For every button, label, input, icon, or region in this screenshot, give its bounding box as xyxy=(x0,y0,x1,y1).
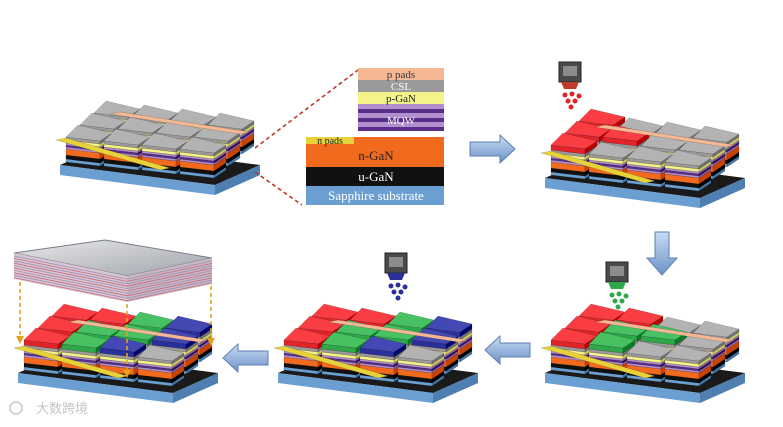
cover-stripe-side xyxy=(126,272,213,292)
layer-mqw-5 xyxy=(358,122,444,127)
array-encapsulated xyxy=(13,303,218,403)
qd-block-top xyxy=(425,315,473,333)
array-red xyxy=(540,108,745,208)
layer-u-gan xyxy=(306,167,444,186)
layer-mqw-3 xyxy=(358,113,444,118)
n-pad-strip xyxy=(55,137,171,171)
cover-stripe xyxy=(13,272,128,297)
p-pad-strip xyxy=(109,111,251,135)
n-pad-strip xyxy=(540,345,656,379)
label-p-gan: p-GaN xyxy=(386,93,416,105)
cover-stripe-side xyxy=(126,282,213,301)
n-pad-strip xyxy=(273,345,389,379)
array-base-blue xyxy=(60,165,215,195)
pixel-top xyxy=(664,344,712,362)
cover-stripes xyxy=(13,255,213,301)
cover-stripe-side xyxy=(126,279,213,299)
layer-stack: p pads CSL p-GaN MQW n pads n-GaN u-GaN … xyxy=(254,68,444,206)
leader-line-bottom xyxy=(254,171,303,206)
p-pad-strip xyxy=(594,124,736,148)
cover-stripe-side xyxy=(126,260,213,280)
layer-mqw-6 xyxy=(358,127,444,131)
cover-stripe-side xyxy=(126,263,213,282)
leader-line-top xyxy=(254,69,359,149)
cover-stripe xyxy=(13,274,128,299)
pixel-top xyxy=(179,136,227,154)
layer-substrate xyxy=(306,186,444,205)
label-u-gan: u-GaN xyxy=(358,169,394,184)
pixel-top xyxy=(692,125,740,143)
pixel-top xyxy=(692,320,740,338)
label-p-pads: p pads xyxy=(387,69,415,81)
pixel-top xyxy=(207,112,255,130)
pixel-grid xyxy=(55,100,255,179)
label-csl: CSL xyxy=(391,81,411,93)
layer-p-pads xyxy=(358,68,444,80)
layer-mqw-4 xyxy=(358,118,444,122)
label-substrate: Sapphire substrate xyxy=(328,188,424,203)
watermark-logo-icon xyxy=(9,401,23,415)
array-red-green xyxy=(540,303,745,403)
cover-plate xyxy=(13,239,215,378)
qd-block-top xyxy=(616,307,664,325)
label-n-pads: n pads xyxy=(317,136,343,147)
cover-stripe xyxy=(13,265,128,289)
qd-block-top xyxy=(588,331,636,349)
arrow-down-1 xyxy=(645,231,679,276)
cover-stripe xyxy=(13,255,128,280)
layer-n-pads-top xyxy=(306,137,354,144)
cover-stripe xyxy=(13,277,128,301)
qd-block-top xyxy=(550,132,598,150)
qd-block-top xyxy=(99,335,147,353)
qd-block-top xyxy=(165,315,213,333)
array-rgb xyxy=(273,303,478,403)
cover-stripe xyxy=(13,262,128,287)
printer-head-green xyxy=(605,261,629,310)
p-pad-strip xyxy=(327,319,469,343)
watermark-text: 大数跨境 xyxy=(36,402,88,417)
n-pad-strip xyxy=(540,150,656,184)
arrow-left-1 xyxy=(484,334,531,366)
pixel-top xyxy=(137,344,185,362)
cover-stripe xyxy=(13,258,128,282)
printer-head-blue xyxy=(384,252,408,301)
cover-stripe-side xyxy=(126,275,213,294)
arrow-right-1 xyxy=(469,133,516,165)
pixel-top xyxy=(397,344,445,362)
printer-head-red xyxy=(558,61,582,110)
array-base-blue-side xyxy=(215,165,260,195)
cover-stripe-side xyxy=(126,267,213,287)
qd-block-top xyxy=(359,335,407,353)
cover-stripe-side xyxy=(126,270,213,289)
watermark: 大数跨境 xyxy=(9,401,88,417)
layer-csl xyxy=(358,80,444,92)
cover-stripe-side xyxy=(126,265,213,285)
cover-stripe-side xyxy=(126,277,213,297)
qd-block-top xyxy=(578,108,626,126)
array-bare xyxy=(55,100,260,195)
label-mqw: MQW xyxy=(387,115,416,127)
arrow-left-2 xyxy=(222,342,269,374)
layer-p-gan xyxy=(358,92,444,104)
pixel-top xyxy=(664,149,712,167)
layer-mqw-2 xyxy=(358,109,444,113)
cover-stripe xyxy=(13,267,128,292)
layer-mqw-1 xyxy=(358,104,444,109)
cover-stripe xyxy=(13,270,128,294)
cover-stripe xyxy=(13,260,128,285)
label-n-gan: n-GaN xyxy=(358,148,394,163)
p-pad-strip xyxy=(594,319,736,343)
